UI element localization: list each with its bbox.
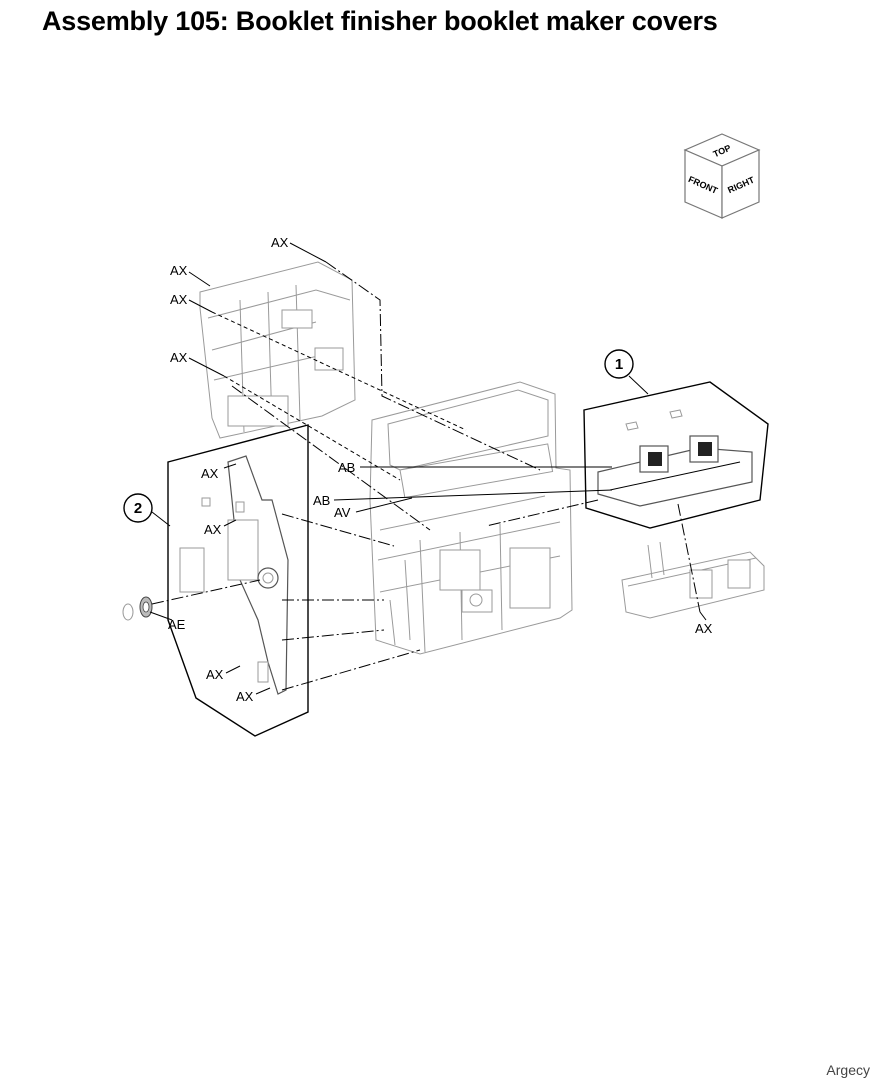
- label-ax-box2-4: AX: [236, 689, 254, 704]
- label-ax-box2-1: AX: [201, 466, 219, 481]
- watermark: Argecy: [826, 1062, 870, 1078]
- leader-lines: [149, 242, 707, 695]
- label-ax-upper-left-3: AX: [170, 350, 188, 365]
- callout-1-number: 1: [615, 356, 623, 373]
- label-ax-box2-2: AX: [204, 522, 222, 537]
- rear-top-cover: [199, 261, 356, 439]
- orientation-cube: TOP FRONT RIGHT: [683, 133, 761, 219]
- detail-box-2: 2: [123, 424, 309, 737]
- label-ae: AE: [168, 617, 186, 632]
- detail-box-1: 1: [583, 349, 769, 529]
- label-ab-2: AB: [313, 493, 330, 508]
- booklet-maker-frame: [369, 381, 573, 655]
- callout-2-number: 2: [134, 500, 142, 517]
- label-ab-1: AB: [338, 460, 355, 475]
- label-ax-top: AX: [271, 235, 289, 250]
- gear-ae: [122, 596, 153, 621]
- lower-right-cover: [621, 541, 765, 619]
- label-av: AV: [334, 505, 351, 520]
- label-ax-box2-3: AX: [206, 667, 224, 682]
- label-ax-right: AX: [695, 621, 713, 636]
- label-ax-upper-left-2: AX: [170, 292, 188, 307]
- label-ax-upper-left-1: AX: [170, 263, 188, 278]
- page-title: Assembly 105: Booklet finisher booklet m…: [42, 6, 718, 36]
